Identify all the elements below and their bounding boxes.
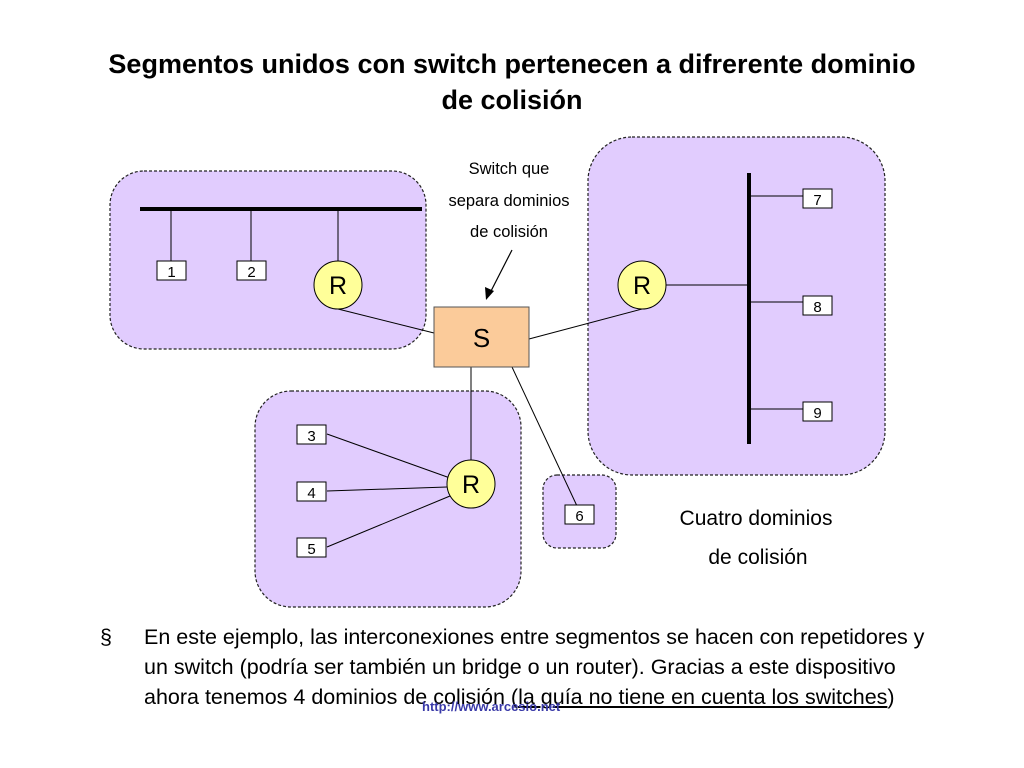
- host-1-box: [156, 260, 187, 281]
- summary-line2: de colisión: [708, 546, 807, 569]
- bullet-text-end: ): [887, 685, 895, 709]
- host-8-label: 8: [813, 299, 821, 316]
- bullet-text-main: En este ejemplo, las interconexiones ent…: [144, 625, 925, 709]
- host-2-box: [236, 260, 267, 281]
- link-host-3-repeater: [326, 433, 451, 479]
- switch-box: [433, 306, 530, 368]
- switch-label: S: [473, 323, 490, 353]
- host-4-label: 4: [307, 485, 315, 502]
- host-9-box: [802, 401, 833, 422]
- repeater-2-label: R: [633, 272, 651, 300]
- callout-arrow-head: [485, 287, 494, 300]
- collision-domain-top-left: [109, 170, 427, 350]
- host-8-box: [802, 295, 833, 316]
- repeater-3-label: R: [462, 471, 480, 499]
- collision-domain-right: [587, 136, 886, 476]
- host-7-box: [802, 188, 833, 209]
- callout-line1: Switch que: [469, 160, 550, 178]
- callout-line2: separa dominios: [448, 192, 569, 210]
- repeater-1: [313, 260, 363, 310]
- link-repeater-2-switch: [528, 308, 643, 340]
- host-6-label: 6: [575, 508, 583, 525]
- link-repeater-1-switch: [337, 308, 435, 334]
- link-host-4-repeater: [326, 486, 448, 492]
- slide-title: Segmentos unidos con switch pertenecen a…: [60, 46, 964, 118]
- host-7-label: 7: [813, 192, 821, 209]
- callout-line3: de colisión: [470, 223, 548, 241]
- host-3-label: 3: [307, 428, 315, 445]
- callout-arrow-shaft: [489, 249, 513, 294]
- repeater-1-label: R: [329, 272, 347, 300]
- host-4-box: [296, 481, 327, 502]
- host-5-label: 5: [307, 541, 315, 558]
- bullet-text: En este ejemplo, las interconexiones ent…: [144, 622, 934, 712]
- bullet-underlined-note: la guía no tiene en cuenta los switches: [518, 685, 888, 709]
- link-host-5-repeater: [326, 495, 451, 548]
- bullet-marker: §: [100, 625, 112, 649]
- footer-url[interactable]: http://www.arcesio.net: [422, 699, 561, 714]
- link-switch-host-6: [511, 366, 578, 507]
- host-2-label: 2: [247, 264, 255, 281]
- host-5-box: [296, 537, 327, 558]
- host-3-box: [296, 424, 327, 445]
- slide-title-line2: de colisión: [441, 85, 583, 115]
- host-6-box: [564, 504, 595, 525]
- summary-line1: Cuatro dominios: [680, 507, 833, 530]
- slide-title-line1: Segmentos unidos con switch pertenecen a…: [108, 49, 916, 79]
- host-1-label: 1: [167, 264, 175, 281]
- repeater-2: [617, 260, 667, 310]
- repeater-3: [446, 459, 496, 509]
- host-9-label: 9: [813, 405, 821, 422]
